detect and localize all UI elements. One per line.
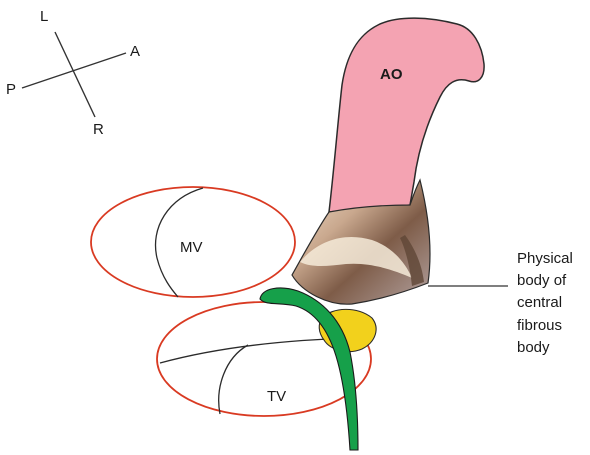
axis-label-a: A bbox=[130, 43, 140, 60]
axis-label-p: P bbox=[6, 81, 16, 98]
axis-line-p-a bbox=[22, 53, 126, 88]
annotation-line-1: Physical bbox=[517, 250, 573, 267]
axis-label-l: L bbox=[40, 8, 48, 25]
axis-label-r: R bbox=[93, 121, 104, 138]
mitral-valve-label: MV bbox=[180, 239, 203, 256]
orientation-axes: L A P R bbox=[6, 8, 140, 138]
aorta-shape bbox=[329, 18, 484, 212]
tricuspid-valve-line-lower bbox=[219, 345, 248, 414]
tricuspid-valve-label: TV bbox=[267, 388, 286, 405]
fibrous-body-annotation: Physical body of central fibrous body bbox=[517, 250, 573, 356]
annotation-line-3: central bbox=[517, 294, 562, 311]
annotation-line-5: body bbox=[517, 339, 550, 356]
annotation-line-4: fibrous bbox=[517, 317, 562, 334]
aorta-label: AO bbox=[380, 66, 403, 83]
annotation-line-2: body of bbox=[517, 272, 567, 289]
